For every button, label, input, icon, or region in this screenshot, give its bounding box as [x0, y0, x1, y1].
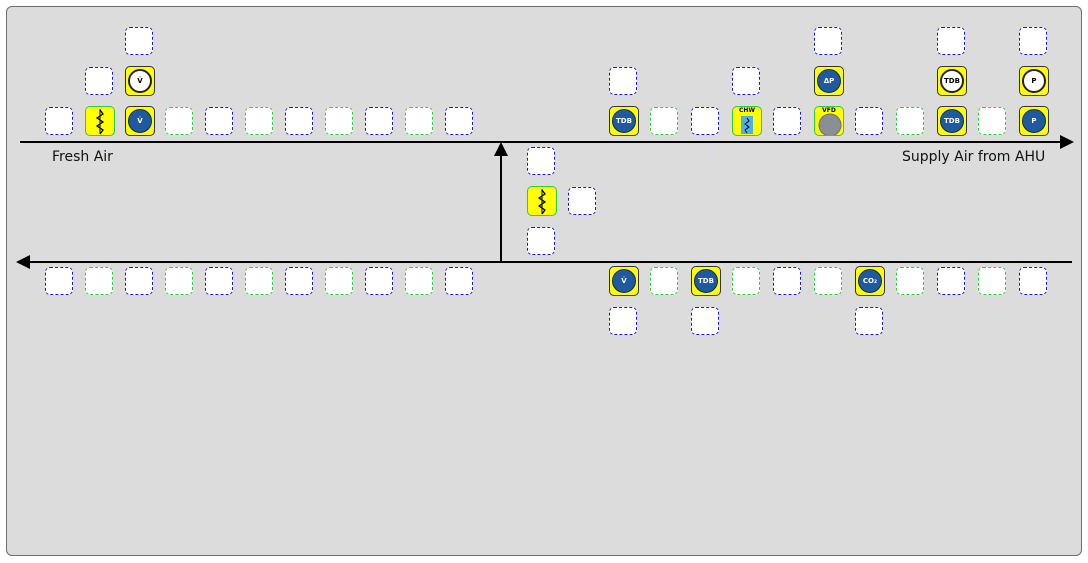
- damper-icon: [95, 109, 105, 135]
- empty-slot[interactable]: [405, 107, 433, 135]
- empty-slot[interactable]: [445, 107, 473, 135]
- empty-slot[interactable]: [125, 267, 153, 295]
- empty-slot[interactable]: [205, 267, 233, 295]
- empty-slot[interactable]: [896, 107, 924, 135]
- empty-slot[interactable]: [855, 307, 883, 335]
- supply-temperature-sensor-2[interactable]: TDB: [937, 106, 967, 136]
- empty-slot[interactable]: [45, 107, 73, 135]
- empty-slot[interactable]: [855, 107, 883, 135]
- empty-slot[interactable]: [245, 107, 273, 135]
- empty-slot[interactable]: [568, 187, 596, 215]
- mixing-damper[interactable]: [527, 186, 557, 216]
- fresh-air-label: Fresh Air: [52, 149, 113, 165]
- empty-slot[interactable]: [285, 107, 313, 135]
- arrow-icon: [494, 142, 508, 156]
- differential-pressure-sensor[interactable]: ΔP: [814, 66, 844, 96]
- empty-slot[interactable]: [691, 307, 719, 335]
- empty-slot[interactable]: [609, 307, 637, 335]
- arrow-icon: [1060, 135, 1074, 149]
- empty-slot[interactable]: [896, 267, 924, 295]
- empty-slot[interactable]: [1019, 267, 1047, 295]
- temperature-sensor-top[interactable]: TDB: [937, 66, 967, 96]
- empty-slot[interactable]: [125, 27, 153, 55]
- fresh-air-damper[interactable]: [85, 106, 115, 136]
- pressure-sensor-icon: P: [1022, 69, 1046, 93]
- empty-slot[interactable]: [609, 67, 637, 95]
- empty-slot[interactable]: [205, 107, 233, 135]
- empty-slot[interactable]: [445, 267, 473, 295]
- temperature-sensor-icon: TDB: [940, 109, 964, 133]
- temperature-sensor-icon: TDB: [694, 269, 718, 293]
- damper-icon: [537, 189, 547, 215]
- flow-sensor-main[interactable]: V̇: [125, 106, 155, 136]
- temperature-sensor-icon: TDB: [612, 109, 636, 133]
- empty-slot[interactable]: [85, 67, 113, 95]
- co2-sensor-icon: CO₂: [858, 269, 882, 293]
- flow-sensor-icon: V̇: [612, 269, 636, 293]
- pressure-sensor-icon: P: [1022, 109, 1046, 133]
- empty-slot[interactable]: [732, 67, 760, 95]
- empty-slot[interactable]: [325, 267, 353, 295]
- arrow-icon: [16, 255, 30, 269]
- empty-slot[interactable]: [732, 267, 760, 295]
- empty-slot[interactable]: [814, 27, 842, 55]
- temperature-sensor-icon: TDB: [940, 69, 964, 93]
- chilled-water-coil-icon: [744, 117, 750, 134]
- empty-slot[interactable]: [978, 107, 1006, 135]
- empty-slot[interactable]: [527, 227, 555, 255]
- supply-pressure-sensor[interactable]: P: [1019, 106, 1049, 136]
- supply-air-label: Supply Air from AHU: [902, 149, 1046, 165]
- supply-temperature-sensor-1[interactable]: TDB: [609, 106, 639, 136]
- empty-slot[interactable]: [937, 267, 965, 295]
- empty-slot[interactable]: [814, 267, 842, 295]
- empty-slot[interactable]: [527, 147, 555, 175]
- empty-slot[interactable]: [978, 267, 1006, 295]
- empty-slot[interactable]: [650, 107, 678, 135]
- empty-slot[interactable]: [245, 267, 273, 295]
- empty-slot[interactable]: [165, 267, 193, 295]
- empty-slot[interactable]: [1019, 27, 1047, 55]
- return-flow-sensor[interactable]: V̇: [609, 266, 639, 296]
- empty-slot[interactable]: [365, 267, 393, 295]
- chilled-water-coil[interactable]: CHW: [732, 106, 762, 136]
- flow-sensor-top[interactable]: V̇: [125, 66, 155, 96]
- empty-slot[interactable]: [285, 267, 313, 295]
- empty-slot[interactable]: [691, 107, 719, 135]
- empty-slot[interactable]: [45, 267, 73, 295]
- empty-slot[interactable]: [85, 267, 113, 295]
- empty-slot[interactable]: [773, 107, 801, 135]
- pressure-sensor-top[interactable]: P: [1019, 66, 1049, 96]
- empty-slot[interactable]: [165, 107, 193, 135]
- empty-slot[interactable]: [937, 27, 965, 55]
- vfd-label: VFD: [822, 107, 836, 114]
- vfd-fan[interactable]: VFD: [814, 106, 844, 136]
- flow-sensor-icon: V̇: [128, 109, 152, 133]
- empty-slot[interactable]: [365, 107, 393, 135]
- flow-sensor-icon: V̇: [128, 69, 152, 93]
- return-temperature-sensor[interactable]: TDB: [691, 266, 721, 296]
- empty-slot[interactable]: [405, 267, 433, 295]
- empty-slot[interactable]: [773, 267, 801, 295]
- vfd-fan-icon: [818, 113, 842, 135]
- empty-slot[interactable]: [325, 107, 353, 135]
- empty-slot[interactable]: [650, 267, 678, 295]
- coil-label: CHW: [738, 107, 756, 114]
- return-co2-sensor[interactable]: CO₂: [855, 266, 885, 296]
- differential-pressure-icon: ΔP: [817, 69, 841, 93]
